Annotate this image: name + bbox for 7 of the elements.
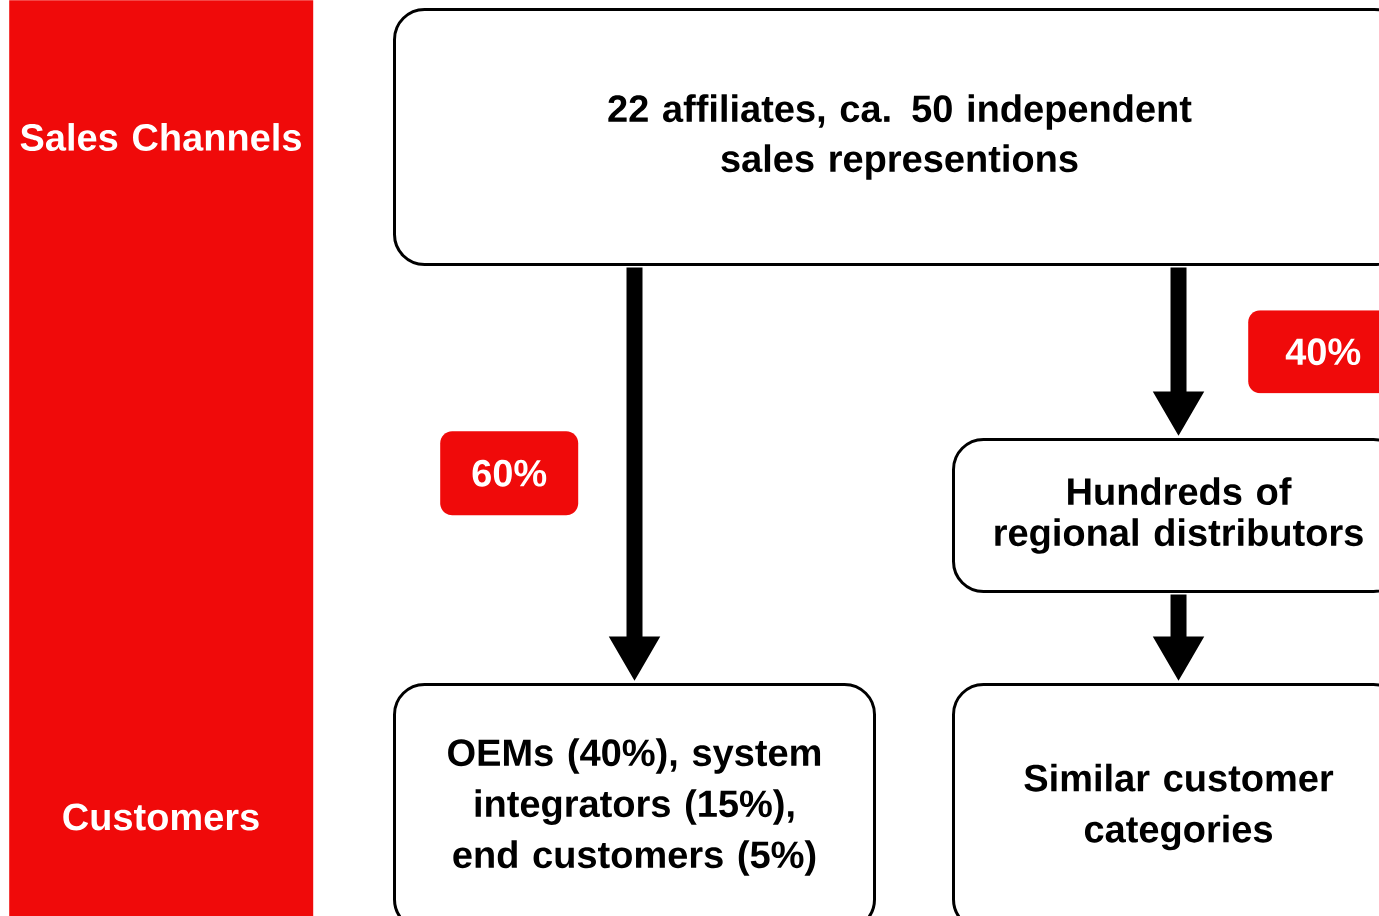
process-box: OEMs (40%), system integrators (15%), end customers (5%) (393, 683, 876, 916)
process-box: 22 affiliates, ca. 50 independent sales representions (393, 8, 1379, 266)
percentage-badge: 60% (440, 431, 579, 516)
side-band: Sales Channels Customers (9, 0, 314, 916)
process-box: Hundreds of regional distributors (952, 438, 1379, 593)
process-box: Similar customer categories (952, 683, 1379, 916)
percentage-badge: 40% (1248, 310, 1379, 394)
